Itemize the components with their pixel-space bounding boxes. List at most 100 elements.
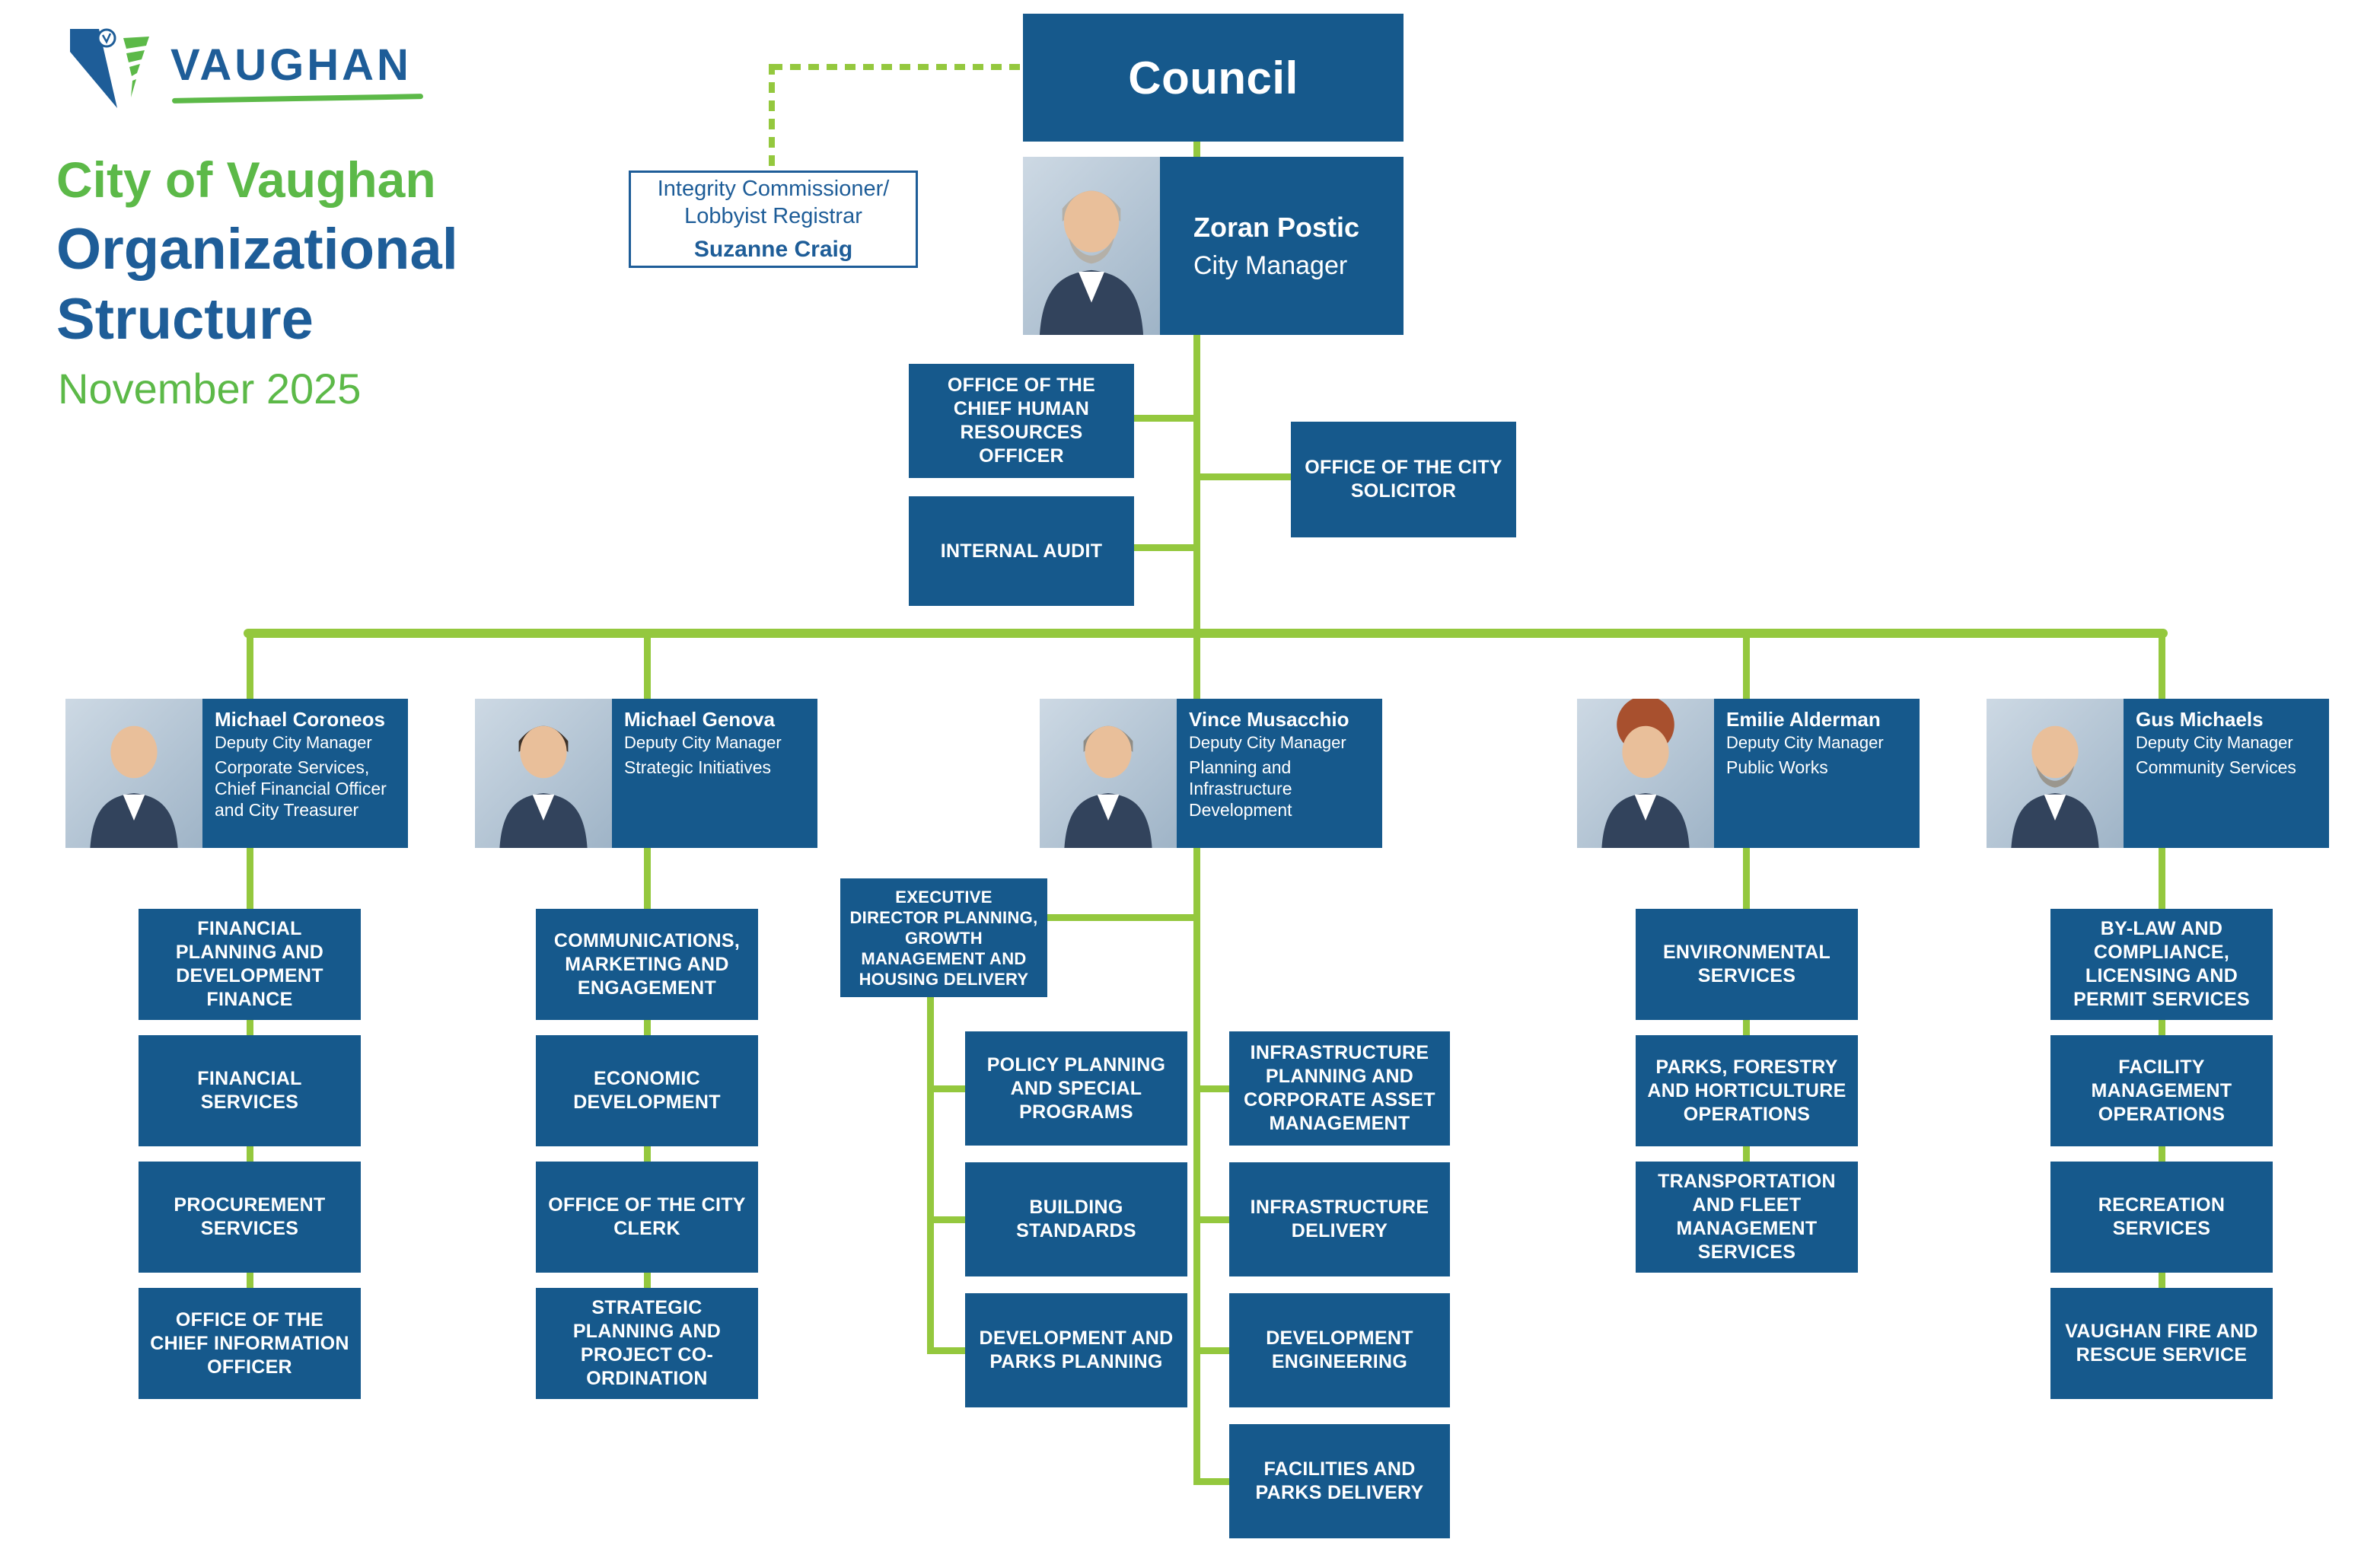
elbow-development-engineering [1197,1347,1229,1354]
deputy-portfolio: Community Services [2136,757,2296,777]
department-box: ENVIRONMENTAL SERVICES [1636,909,1858,1020]
drop-line-community [2159,633,2165,699]
department-box: INFRASTRUCTURE PLANNING AND CORPORATE AS… [1229,1031,1450,1146]
deputy-info: Michael Genova Deputy City Manager Strat… [612,699,817,848]
portrait-coroneos [65,699,202,848]
council-to-city-manager-line [1193,139,1200,160]
solicitor-connector-line [1200,473,1291,480]
office-internal-audit-box: INTERNAL AUDIT [909,496,1134,606]
city-manager-title: City Manager [1193,250,1348,280]
deputy-card-genova: Michael Genova Deputy City Manager Strat… [475,699,817,848]
department-box: INFRASTRUCTURE DELIVERY [1229,1162,1450,1276]
department-box: BUILDING STANDARDS [965,1162,1187,1276]
drop-line-planning [1193,633,1200,699]
integrity-title-line2: Lobbyist Registrar [684,204,862,228]
integrity-dotted-connector-h [772,64,1023,70]
deputy-card-musacchio: Vince Musacchio Deputy City Manager Plan… [1040,699,1382,848]
deputy-name: Emilie Alderman [1726,708,1881,731]
department-box: FINANCIAL PLANNING AND DEVELOPMENT FINAN… [139,909,361,1020]
city-manager-portrait [1023,157,1160,335]
department-box: ECONOMIC DEVELOPMENT [536,1035,758,1146]
department-box: FACILITY MANAGEMENT OPERATIONS [2050,1035,2273,1146]
exec-director-connector-line [1047,914,1193,921]
drop-line-corporate [247,633,253,699]
exec-director-box: EXECUTIVE DIRECTOR PLANNING, GROWTH MANA… [840,878,1047,997]
city-manager-spine-line [1193,335,1200,638]
deputy-name: Vince Musacchio [1189,708,1349,731]
department-box: TRANSPORTATION AND FLEET MANAGEMENT SERV… [1636,1162,1858,1273]
vaughan-logo-wordmark: VAUGHAN [170,40,412,90]
deputy-portfolio: Strategic Initiatives [624,757,772,777]
portrait-musacchio [1040,699,1177,848]
deputy-card-alderman: Emilie Alderman Deputy City Manager Publ… [1577,699,1920,848]
deputy-info: Michael Coroneos Deputy City Manager Cor… [202,699,408,848]
vaughan-logo-mark [70,28,151,108]
chro-connector-line [1134,415,1193,422]
deputy-title: Deputy City Manager [2136,733,2293,752]
department-column-planning-right: INFRASTRUCTURE PLANNING AND CORPORATE AS… [1229,1031,1450,1555]
integrity-commissioner-name: Suzanne Craig [693,237,853,262]
department-box: PROCUREMENT SERVICES [139,1162,361,1273]
deputy-portfolio: Corporate Services, Chief Financial Offi… [215,757,387,820]
elbow-infrastructure-delivery [1197,1216,1229,1223]
elbow-policy-planning [930,1085,965,1092]
page-title-organizational: Organizational [56,217,458,282]
deputy-portfolio: Planning and Infrastructure Development [1189,757,1292,820]
deputies-splitter-line [244,629,2168,638]
department-box: DEVELOPMENT ENGINEERING [1229,1293,1450,1407]
planning-left-spine-line [927,997,934,1354]
department-column-strategic: COMMUNICATIONS, MARKETING AND ENGAGEMENT… [536,909,758,1414]
department-box: VAUGHAN FIRE AND RESCUE SERVICE [2050,1288,2273,1399]
deputy-card-coroneos: Michael Coroneos Deputy City Manager Cor… [65,699,408,848]
department-column-public-works: ENVIRONMENTAL SERVICES PARKS, FORESTRY AN… [1636,909,1858,1288]
integrity-title-line1: Integrity Commissioner/ [657,177,890,201]
deputy-name: Michael Genova [624,708,775,731]
office-city-solicitor-box: OFFICE OF THE CITY SOLICITOR [1291,422,1516,537]
department-box: RECREATION SERVICES [2050,1162,2273,1273]
department-box: OFFICE OF THE CITY CLERK [536,1162,758,1273]
portrait-michaels [1987,699,2124,848]
department-box: FINANCIAL SERVICES [139,1035,361,1146]
portrait-alderman [1577,699,1714,848]
department-column-community: BY-LAW AND COMPLIANCE, LICENSING AND PER… [2050,909,2273,1414]
deputy-name: Michael Coroneos [215,708,385,731]
department-box: PARKS, FORESTRY AND HORTICULTURE OPERATI… [1636,1035,1858,1146]
page-subtitle-date: November 2025 [58,365,362,413]
deputy-title: Deputy City Manager [624,733,782,752]
page-title-city: City of Vaughan [56,151,436,208]
deputy-info: Gus Michaels Deputy City Manager Communi… [2124,699,2329,848]
department-box: COMMUNICATIONS, MARKETING AND ENGAGEMENT [536,909,758,1020]
elbow-development-parks [930,1347,965,1354]
city-manager-name: Zoran Postic [1193,211,1360,243]
integrity-dotted-connector-v [769,64,775,171]
deputy-title: Deputy City Manager [1189,733,1346,752]
deputy-name: Gus Michaels [2136,708,2264,731]
page-title-structure: Structure [56,287,314,352]
portrait-genova [475,699,612,848]
department-box: POLICY PLANNING AND SPECIAL PROGRAMS [965,1031,1187,1146]
office-chro-box: OFFICE OF THE CHIEF HUMAN RESOURCES OFFI… [909,364,1134,478]
deputy-portfolio: Public Works [1726,757,1828,777]
city-manager-card: Zoran Postic City Manager [1023,157,1404,335]
planning-right-spine-line [1193,848,1200,1485]
elbow-facilities-parks [1197,1478,1229,1485]
drop-line-public-works [1743,633,1750,699]
drop-line-strategic [644,633,651,699]
city-manager-info: Zoran Postic City Manager [1160,157,1404,335]
department-box: BY-LAW AND COMPLIANCE, LICENSING AND PER… [2050,909,2273,1020]
elbow-building-standards [930,1216,965,1223]
department-box: STRATEGIC PLANNING AND PROJECT CO-ORDINA… [536,1288,758,1399]
department-box: OFFICE OF THE CHIEF INFORMATION OFFICER [139,1288,361,1399]
vaughan-logo: VAUGHAN [56,18,483,132]
department-column-planning-left: POLICY PLANNING AND SPECIAL PROGRAMS BUIL… [965,1031,1187,1424]
deputy-info: Vince Musacchio Deputy City Manager Plan… [1177,699,1382,848]
integrity-commissioner-box: Integrity Commissioner/ Lobbyist Registr… [629,171,918,268]
department-box: FACILITIES AND PARKS DELIVERY [1229,1424,1450,1538]
department-column-corporate: FINANCIAL PLANNING AND DEVELOPMENT FINAN… [139,909,361,1414]
council-box: Council [1023,14,1404,142]
deputy-info: Emilie Alderman Deputy City Manager Publ… [1714,699,1920,848]
deputy-title: Deputy City Manager [1726,733,1884,752]
deputy-title: Deputy City Manager [215,733,372,752]
elbow-infrastructure-planning [1197,1085,1229,1092]
